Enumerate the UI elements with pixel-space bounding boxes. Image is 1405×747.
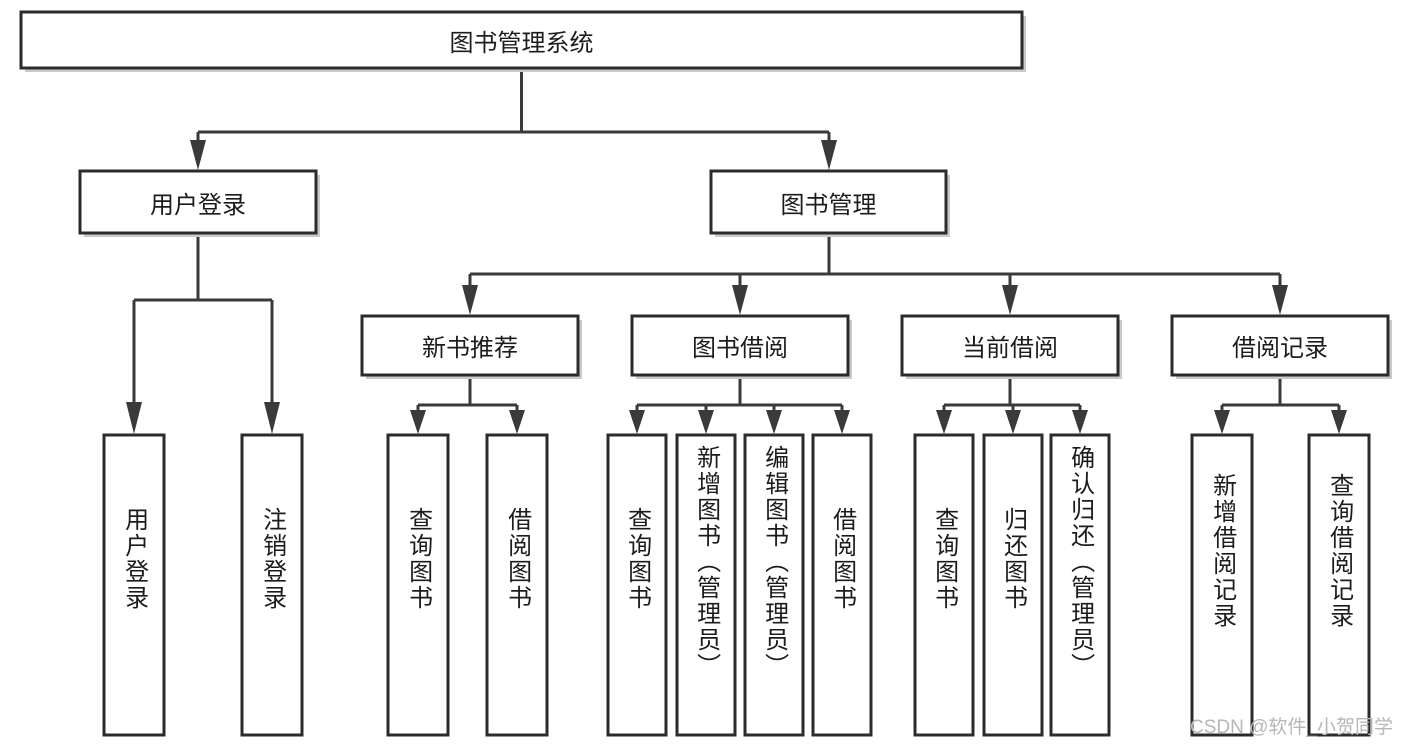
leaf-rect-return-book[interactable]	[982, 433, 1044, 737]
arrow-head-current-leaf-1	[936, 410, 952, 434]
arrow-head-book-mgmt	[821, 140, 837, 170]
leaf-rect-add-book-admin[interactable]	[675, 433, 737, 737]
node-user-login-rect[interactable]	[78, 169, 318, 235]
node-book-management[interactable]	[709, 169, 950, 237]
arrow-head-newbook-leaf-1	[410, 410, 426, 434]
node-current-borrow[interactable]	[900, 314, 1122, 379]
node-book-borrow[interactable]	[630, 314, 852, 379]
node-book-borrow-rect[interactable]	[630, 314, 850, 377]
leaf-rect-query-book-bb[interactable]	[606, 433, 668, 737]
leaf-rect-borrow-book-bb[interactable]	[811, 433, 873, 737]
node-borrow-record[interactable]	[1170, 314, 1392, 379]
node-new-book-recommend-rect[interactable]	[360, 314, 580, 377]
arrow-head-newbook	[462, 285, 478, 315]
connector-group-userlogin-to-leaves	[126, 233, 280, 434]
arrow-head-borrow	[732, 285, 748, 315]
leaf-rect-borrow-book-nb[interactable]	[485, 433, 549, 737]
arrow-head-user-login	[190, 140, 206, 170]
node-borrow-record-rect[interactable]	[1170, 314, 1390, 377]
arrow-head-leaf-logout	[264, 402, 280, 434]
leaf-rect-confirm-return-admin[interactable]	[1049, 433, 1111, 737]
node-root-rect[interactable]	[19, 10, 1024, 70]
node-user-login[interactable]	[78, 169, 320, 237]
arrow-head-record-leaf-2	[1331, 410, 1347, 434]
arrow-head-current-leaf-3	[1072, 410, 1088, 434]
connector-group-record-to-leaves	[1214, 375, 1347, 434]
leaf-boxes	[102, 433, 1371, 737]
connector-group-root-to-level2	[190, 68, 837, 170]
arrow-head-record	[1272, 285, 1288, 315]
connector-group-borrow-to-leaves	[629, 375, 850, 434]
leaf-rect-add-record[interactable]	[1190, 433, 1254, 737]
leaf-rect-logout[interactable]	[240, 433, 304, 737]
arrow-head-borrow-leaf-2	[698, 410, 714, 434]
node-current-borrow-rect[interactable]	[900, 314, 1120, 377]
arrow-head-current-leaf-2	[1005, 410, 1021, 434]
leaf-rect-query-book-cb[interactable]	[913, 433, 975, 737]
arrow-head-borrow-leaf-3	[766, 410, 782, 434]
leaf-rect-query-book-nb[interactable]	[386, 433, 450, 737]
node-new-book-recommend[interactable]	[360, 314, 582, 379]
node-book-management-rect[interactable]	[709, 169, 948, 235]
leaf-rect-edit-book-admin[interactable]	[743, 433, 805, 737]
arrow-head-borrow-leaf-1	[629, 410, 645, 434]
arrow-head-record-leaf-1	[1214, 410, 1230, 434]
leaf-rect-query-record[interactable]	[1307, 433, 1371, 737]
connector-group-bookmgmt-to-level3	[462, 233, 1288, 315]
leaf-rect-user-login[interactable]	[102, 433, 166, 737]
connector-group-current-to-leaves	[936, 375, 1088, 434]
node-root[interactable]	[19, 10, 1026, 72]
arrow-head-borrow-leaf-4	[834, 410, 850, 434]
arrow-head-current	[1002, 285, 1018, 315]
connector-group-newbook-to-leaves	[410, 375, 525, 434]
arrow-head-leaf-userlogin	[126, 402, 142, 434]
arrow-head-newbook-leaf-2	[509, 410, 525, 434]
